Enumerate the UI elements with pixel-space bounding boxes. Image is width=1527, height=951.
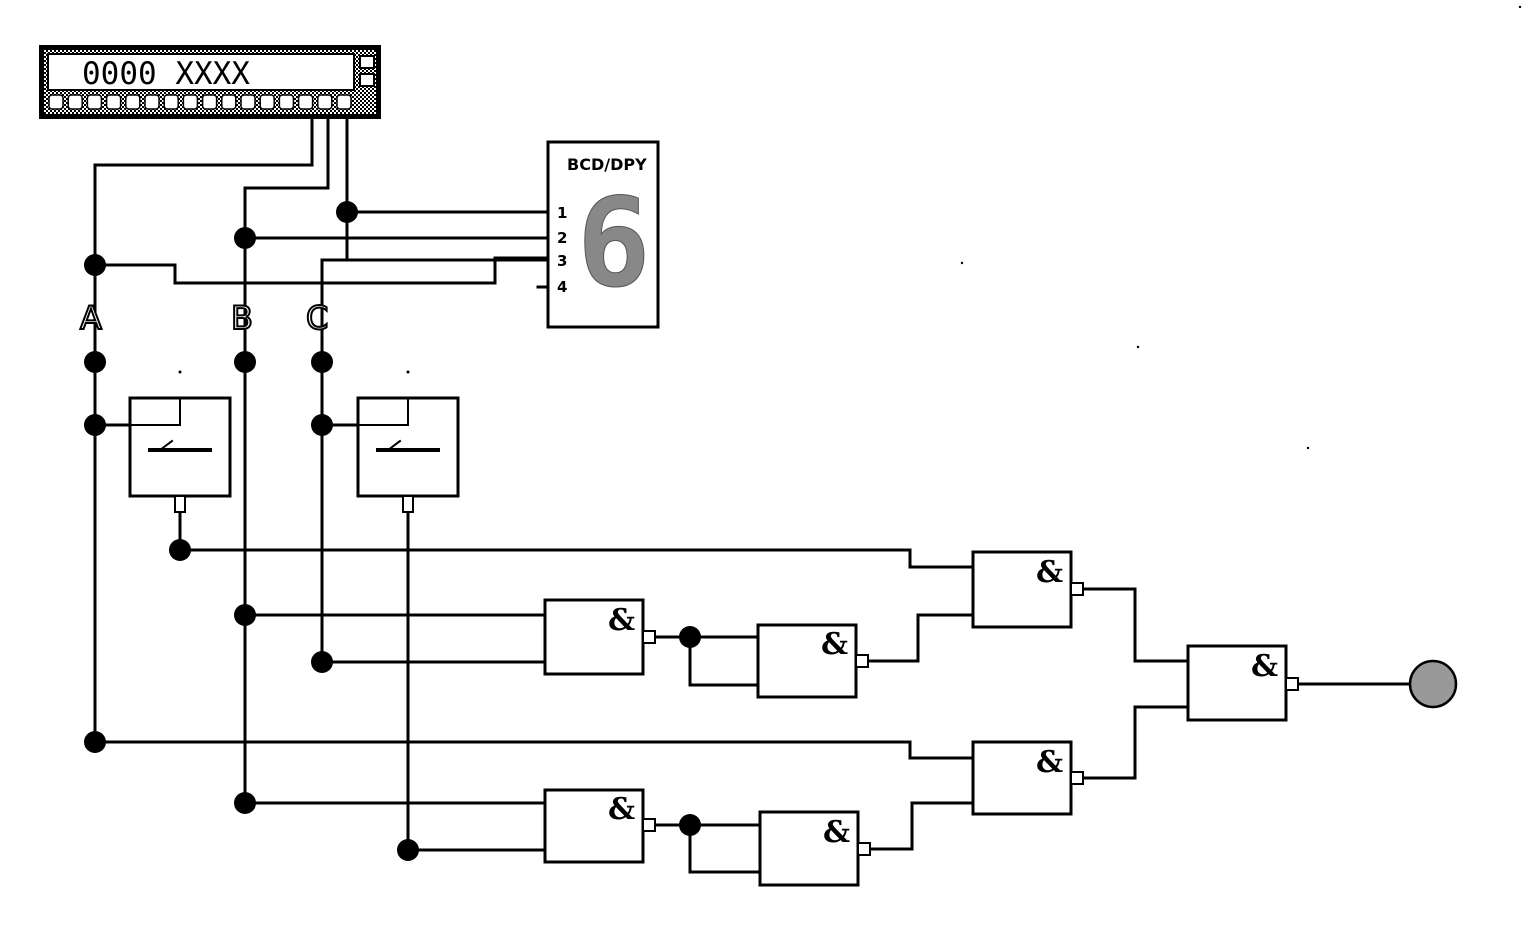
not-gate-a[interactable] (128, 370, 232, 513)
generator-display-text: 0000 XXXX (82, 56, 250, 92)
and-gate-4-output-pin (642, 818, 656, 832)
generator-display (47, 53, 355, 91)
junction-dot (84, 731, 106, 753)
bcd-pin-2-label: 2 (557, 229, 567, 247)
wire-c-to-pin3 (320, 210, 349, 364)
wire-a-to-g6 (93, 740, 975, 760)
generator-output-pin[interactable] (105, 94, 122, 110)
and-gate-1-symbol: & (608, 603, 635, 638)
speck (1518, 5, 1522, 9)
and-gate-6-output-pin (1070, 771, 1084, 785)
speck (1136, 345, 1140, 349)
and-gate-1-output-pin (642, 630, 656, 644)
generator-output-pin[interactable] (317, 94, 333, 110)
generator-output-pin[interactable] (163, 94, 179, 110)
generator-output-pin[interactable] (240, 94, 256, 110)
and-gate-2[interactable]: & (756, 623, 869, 699)
and-gate-5-symbol: & (823, 815, 850, 850)
junction-dot (397, 839, 419, 861)
input-label-c: C (306, 299, 328, 337)
and-gate-3-output-pin (1070, 582, 1084, 596)
and-gate-6-symbol: & (1036, 745, 1063, 780)
and-gate-2-output-pin (855, 654, 869, 668)
wire-nota-to-g3 (178, 548, 975, 569)
logic-probe-lamp[interactable] (1408, 659, 1458, 709)
and-gate-1[interactable]: & (543, 598, 656, 676)
junction-dot (336, 201, 358, 223)
junction-dot (311, 351, 333, 373)
bcd-pin-4-label: 4 (557, 278, 567, 296)
wire-a-to-pin4 (93, 256, 550, 285)
scroll-up-button[interactable] (359, 55, 375, 69)
and-gate-7-symbol: & (1251, 649, 1278, 684)
word-generator[interactable]: 0000 XXXX (39, 45, 381, 119)
junction-dot (311, 414, 333, 436)
and-gate-3[interactable]: & (971, 550, 1084, 629)
junction-dot (311, 651, 333, 673)
junction-dot (234, 227, 256, 249)
generator-output-pin[interactable] (67, 94, 83, 110)
speck (1306, 446, 1310, 450)
junction-dot (234, 604, 256, 626)
not-gate-c-output-pin (402, 495, 414, 513)
and-gate-5-output-pin (857, 842, 871, 856)
and-gate-2-symbol: & (821, 627, 848, 662)
generator-output-pin[interactable] (201, 94, 218, 110)
and-gate-6[interactable]: & (971, 740, 1084, 816)
wire-g2-out (864, 613, 975, 663)
generator-output-pin[interactable] (259, 94, 275, 110)
not-gate-c[interactable] (356, 370, 460, 513)
and-gate-3-symbol: & (1036, 555, 1063, 590)
bcd-display-digit: 6 (577, 172, 650, 314)
wire-g1-loop (688, 635, 760, 687)
speck (960, 261, 964, 265)
generator-output-pin[interactable] (278, 94, 295, 110)
and-gate-5[interactable]: & (758, 810, 871, 887)
wire-g6-out (1081, 705, 1190, 780)
and-gate-4[interactable]: & (543, 788, 656, 864)
wire-gen-a (93, 105, 314, 267)
generator-output-pin[interactable] (336, 94, 352, 110)
junction-dot (169, 539, 191, 561)
wire-g5-out (866, 801, 975, 851)
junction-dot (234, 792, 256, 814)
generator-output-pin[interactable] (48, 94, 64, 110)
junction-dot (84, 351, 106, 373)
generator-output-pin[interactable] (297, 94, 314, 110)
junction-dot (84, 414, 106, 436)
scroll-down-button[interactable] (359, 73, 375, 87)
bcd-seven-segment-display[interactable]: BCD/DPY 6 1 2 3 4 (546, 140, 660, 329)
wire-gen-b (243, 105, 330, 240)
junction-dots (84, 201, 701, 861)
input-label-a: A (80, 299, 102, 337)
generator-output-pin[interactable] (182, 94, 199, 110)
junction-dot (84, 254, 106, 276)
generator-output-pin[interactable] (144, 94, 160, 110)
wires (93, 105, 1414, 874)
junction-dot (679, 814, 701, 836)
and-gate-7[interactable]: & (1186, 644, 1299, 722)
not-gate-a-output-pin (174, 495, 186, 513)
bcd-pin-3-label: 3 (557, 252, 567, 270)
and-gate-7-output-pin (1285, 677, 1299, 691)
generator-output-pin[interactable] (86, 94, 103, 110)
wire-g3-out (1081, 587, 1190, 663)
junction-dot (679, 626, 701, 648)
generator-output-pins (48, 94, 352, 110)
generator-output-pin[interactable] (125, 94, 141, 110)
and-gate-4-symbol: & (608, 792, 635, 827)
junction-dot (234, 351, 256, 373)
input-label-b: B (231, 299, 253, 337)
generator-output-pin[interactable] (221, 94, 237, 110)
bcd-display-title: BCD/DPY (567, 155, 647, 174)
bcd-pin-1-label: 1 (557, 204, 567, 222)
wire-g4-loop (688, 823, 762, 874)
